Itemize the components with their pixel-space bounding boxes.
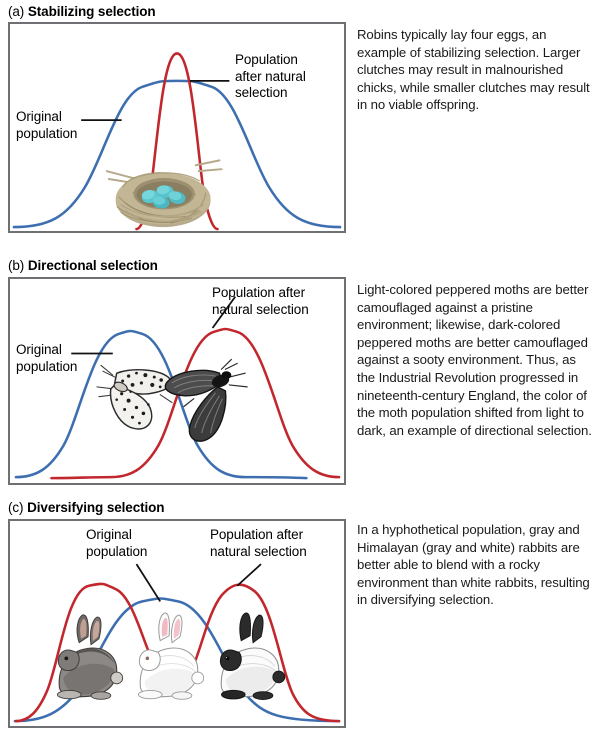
panel-a-tag: (a): [8, 4, 25, 19]
panel-a-label-after: Population after natural selection: [235, 52, 306, 100]
white-rabbit-illustration: [138, 612, 205, 700]
curve-original-population-b: [14, 329, 308, 480]
panel-c-plot: Original population Population after nat…: [8, 519, 346, 728]
panel-c-curves: [13, 563, 341, 723]
panel-c-heading: (c) Diversifying selection: [8, 500, 165, 515]
leader-line-after-c: [236, 563, 262, 587]
curve-after-selection-b: [50, 327, 341, 480]
panel-b-tag: (b): [8, 258, 25, 273]
himalayan-rabbit-illustration: [219, 612, 286, 700]
panel-a-caption: Robins typically lay four eggs, an examp…: [357, 27, 590, 113]
panel-c-label-original: Original population: [86, 527, 148, 559]
panel-b-plot: Original population Population after nat…: [8, 277, 346, 485]
robin-nest-illustration: [105, 159, 223, 228]
panel-a-heading: (a) Stabilizing selection: [8, 4, 156, 19]
panel-b-label-original: Original population: [16, 342, 78, 374]
leader-line-after-b: [211, 296, 237, 329]
panel-c-caption: In a hyphothetical population, gray and …: [357, 522, 590, 608]
panel-a-heading-block: (a) Stabilizing selection: [8, 4, 156, 19]
panel-b-caption: Light-colored peppered moths are better …: [357, 282, 592, 438]
panel-c-title: Diversifying selection: [27, 500, 165, 515]
curve-original-population-a: [12, 79, 342, 229]
panel-b-heading: (b) Directional selection: [8, 258, 158, 273]
panel-b-label-after: Population after natural selection: [212, 285, 309, 317]
panel-c-label-after: Population after natural selection: [210, 527, 307, 559]
panel-a-curves: [12, 52, 342, 231]
panel-a-label-original: Original population: [16, 109, 78, 141]
light-peppered-moth-illustration: [96, 364, 173, 430]
leader-line-original-c: [135, 563, 161, 602]
panel-b-heading-block: (b) Directional selection: [8, 258, 158, 273]
panel-a-plot: Original population Population after nat…: [8, 22, 346, 233]
gray-rabbit-illustration: [56, 614, 124, 700]
panel-a-title: Stabilizing selection: [27, 4, 156, 19]
robin-eggs: [141, 185, 186, 209]
dark-peppered-moth-illustration: [164, 358, 248, 442]
panel-c-tag: (c): [8, 500, 24, 515]
panel-b-title: Directional selection: [27, 258, 158, 273]
panel-b-curves: [14, 296, 341, 480]
panel-c-heading-block: (c) Diversifying selection: [8, 500, 165, 515]
